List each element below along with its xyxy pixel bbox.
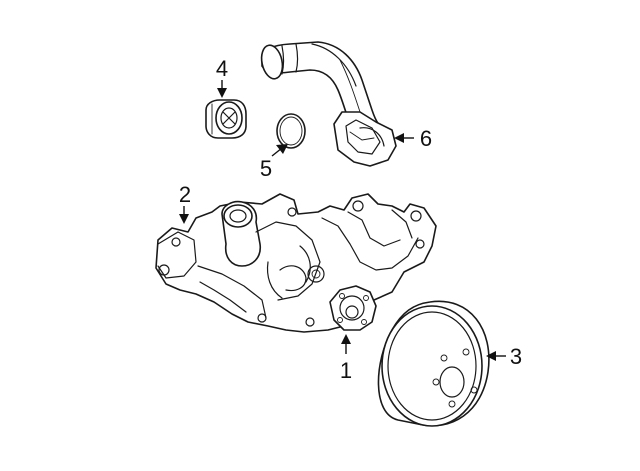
- callout-1: 1: [340, 358, 352, 383]
- callout-labels: 1 2 3 4 5 6: [179, 56, 522, 383]
- leader-lines: [179, 80, 506, 361]
- callout-2: 2: [179, 182, 191, 207]
- o-ring-gasket: [276, 113, 306, 149]
- callout-4: 4: [216, 56, 228, 81]
- callout-6: 6: [420, 126, 432, 151]
- water-pump-housing: [155, 193, 437, 333]
- thermostat-cap: [205, 99, 247, 139]
- bypass-hose: [260, 41, 397, 167]
- water-pump-pulley: [377, 300, 490, 427]
- callout-3: 3: [510, 344, 522, 369]
- callout-5: 5: [260, 156, 272, 181]
